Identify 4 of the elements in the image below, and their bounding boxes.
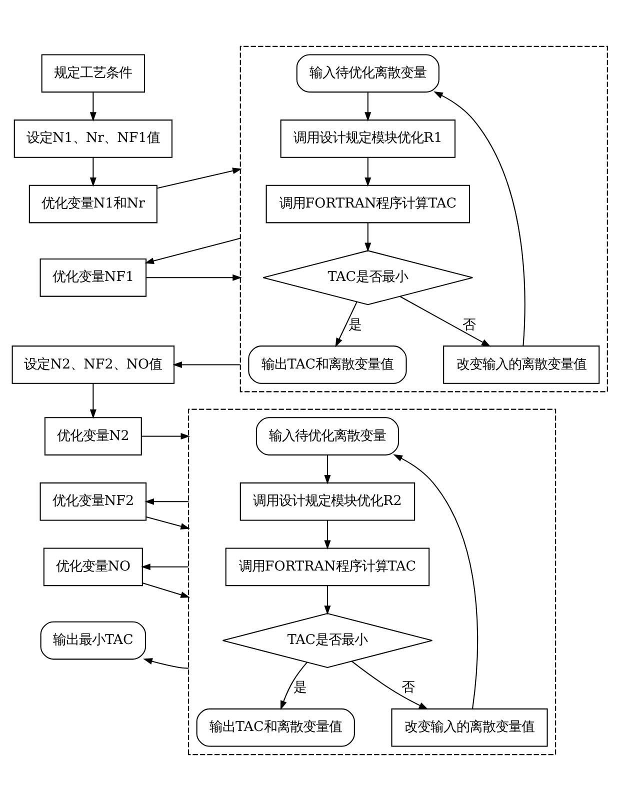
edge-label: 否 — [401, 679, 414, 696]
edge-label: 否 — [462, 316, 476, 332]
edge-label: 是 — [294, 679, 307, 696]
edge-label: 是 — [348, 316, 362, 332]
